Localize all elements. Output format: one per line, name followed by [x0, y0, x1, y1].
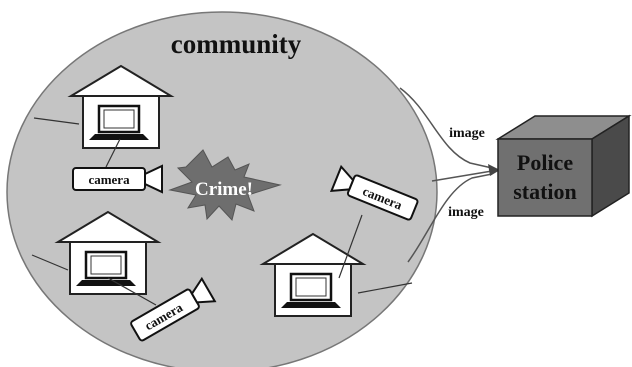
crime-label: Crime!: [195, 179, 253, 200]
camera-left: camera: [72, 164, 163, 194]
camera-bottom: camera: [130, 276, 217, 342]
house-network-line: [33, 117, 80, 125]
image-flow-upper: [399, 87, 493, 169]
police-station-label-line1: Police: [517, 150, 573, 175]
camera-cable: [107, 277, 157, 306]
camera-cable: [105, 138, 121, 168]
crime-burst: [168, 149, 282, 222]
house-network-line: [357, 282, 413, 294]
police-station: Police station: [495, 114, 632, 218]
police-station-label-line2: station: [513, 179, 577, 204]
image-flow-middle: [431, 170, 493, 182]
arrow-head: [488, 164, 500, 176]
community-label: community: [171, 29, 302, 59]
police-station-front: [497, 138, 593, 217]
image-label-lower: image: [448, 205, 484, 220]
house-network-line: [31, 254, 69, 271]
image-flow-lower: [407, 173, 493, 263]
camera-cable: [338, 214, 363, 279]
image-label-upper: image: [449, 126, 485, 141]
camera-label: camera: [88, 172, 130, 187]
